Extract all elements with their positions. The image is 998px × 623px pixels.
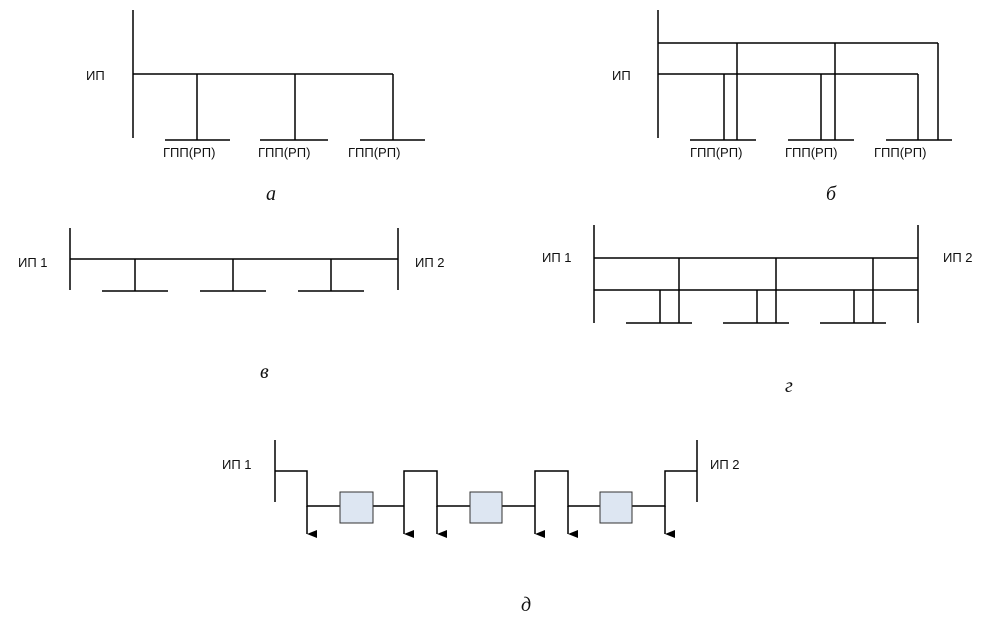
switch-box [469,491,503,524]
diagram-b: ИП ГПП(РП) ГПП(РП) ГПП(РП) б [612,10,952,205]
switch-box [339,491,374,524]
source-2-label: ИП 2 [710,457,740,472]
source-2-label: ИП 2 [415,255,445,270]
caption: д [521,594,531,616]
feeder-line [534,470,600,507]
source-label: ИП [612,68,631,83]
caption: б [826,183,837,205]
feeder-line [632,470,697,507]
source-1-label: ИП 1 [222,457,252,472]
load-label: ГПП(РП) [348,145,400,160]
diagram-a: ИП ГПП(РП) ГПП(РП) ГПП(РП) а [86,10,425,205]
caption: а [266,183,276,205]
diagram-g: ИП 1 ИП 2 г [542,225,973,397]
load-label: ГПП(РП) [258,145,310,160]
feeder-line [275,470,340,507]
load-label: ГПП(РП) [785,145,837,160]
source-2-label: ИП 2 [943,250,973,265]
caption: в [260,361,269,383]
load-label: ГПП(РП) [874,145,926,160]
source-1-label: ИП 1 [18,255,48,270]
source-1-label: ИП 1 [542,250,572,265]
diagram-v: ИП 1 ИП 2 в [18,228,445,383]
load-label: ГПП(РП) [163,145,215,160]
diagram-d: ИП 1 ИП 2 д [222,440,740,616]
switch-box [599,491,633,524]
load-label: ГПП(РП) [690,145,742,160]
feeder-line [403,470,470,507]
caption: г [785,375,793,397]
source-label: ИП [86,68,105,83]
